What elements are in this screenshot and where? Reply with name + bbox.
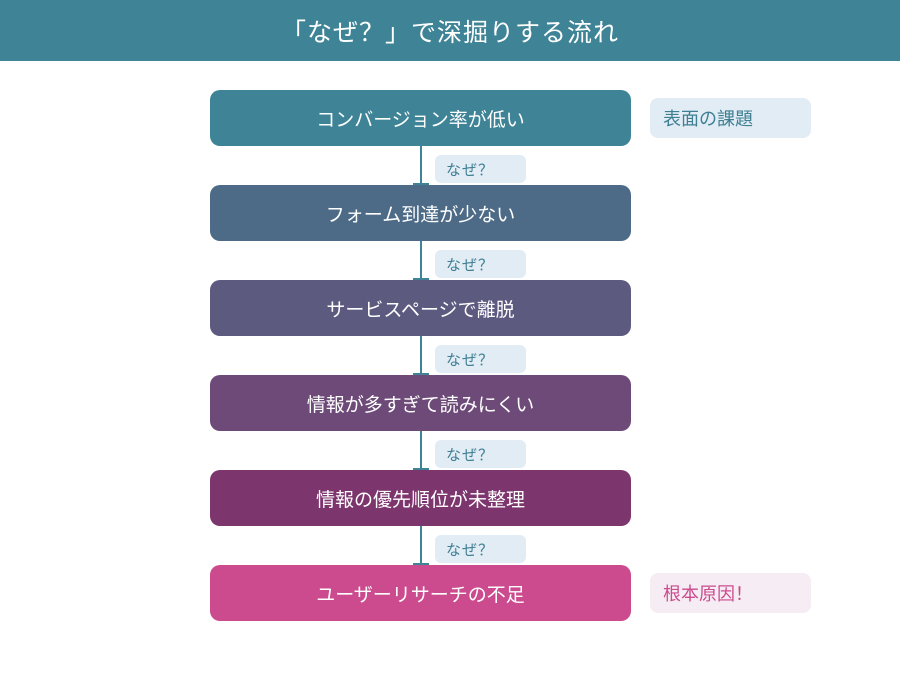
why-label-1: なぜ？ [435, 155, 526, 183]
arrow-head-icon [413, 468, 429, 470]
step-1-label: コンバージョン率が低い [316, 108, 525, 131]
why-label-text: なぜ？ [446, 445, 495, 464]
why-label-2: なぜ？ [435, 250, 526, 278]
step-5-label: 情報の優先順位が未整理 [315, 488, 525, 511]
why-label-text: なぜ？ [446, 540, 495, 559]
why-label-text: なぜ？ [446, 350, 495, 369]
step-3-box: サービスページで離脱 [210, 280, 631, 336]
step-2-label: フォーム到達が少ない [325, 203, 516, 226]
diagram-title-bar: 「なぜ？」で深掘りする流れ [0, 0, 900, 61]
surface-issue-note: 表面の課題 [650, 98, 811, 138]
why-label-5: なぜ？ [435, 535, 526, 563]
surface-issue-text: 表面の課題 [663, 109, 753, 130]
arrow-connector-1 [413, 146, 429, 185]
step-3-label: サービスページで離脱 [326, 298, 515, 321]
root-cause-note: 根本原因！ [650, 573, 811, 613]
why-label-4: なぜ？ [435, 440, 526, 468]
why-label-3: なぜ？ [435, 345, 526, 373]
root-cause-text: 根本原因！ [663, 584, 753, 605]
arrow-head-icon [413, 278, 429, 280]
step-6-box: ユーザーリサーチの不足 [210, 565, 631, 621]
arrow-head-icon [413, 563, 429, 565]
step-6-label: ユーザーリサーチの不足 [316, 583, 525, 606]
why-label-text: なぜ？ [446, 255, 495, 274]
step-1-box: コンバージョン率が低い [210, 90, 631, 146]
arrow-head-icon [413, 183, 429, 185]
step-4-label: 情報が多すぎて読みにくい [306, 393, 535, 416]
why-label-text: なぜ？ [446, 160, 495, 179]
diagram-title: 「なぜ？」で深掘りする流れ [280, 17, 619, 47]
step-4-box: 情報が多すぎて読みにくい [210, 375, 631, 431]
arrow-head-icon [413, 373, 429, 375]
arrow-connector-2 [413, 241, 429, 280]
step-5-box: 情報の優先順位が未整理 [210, 470, 631, 526]
step-2-box: フォーム到達が少ない [210, 185, 631, 241]
arrow-connector-3 [413, 336, 429, 375]
arrow-connector-5 [413, 526, 429, 565]
arrow-connector-4 [413, 431, 429, 470]
